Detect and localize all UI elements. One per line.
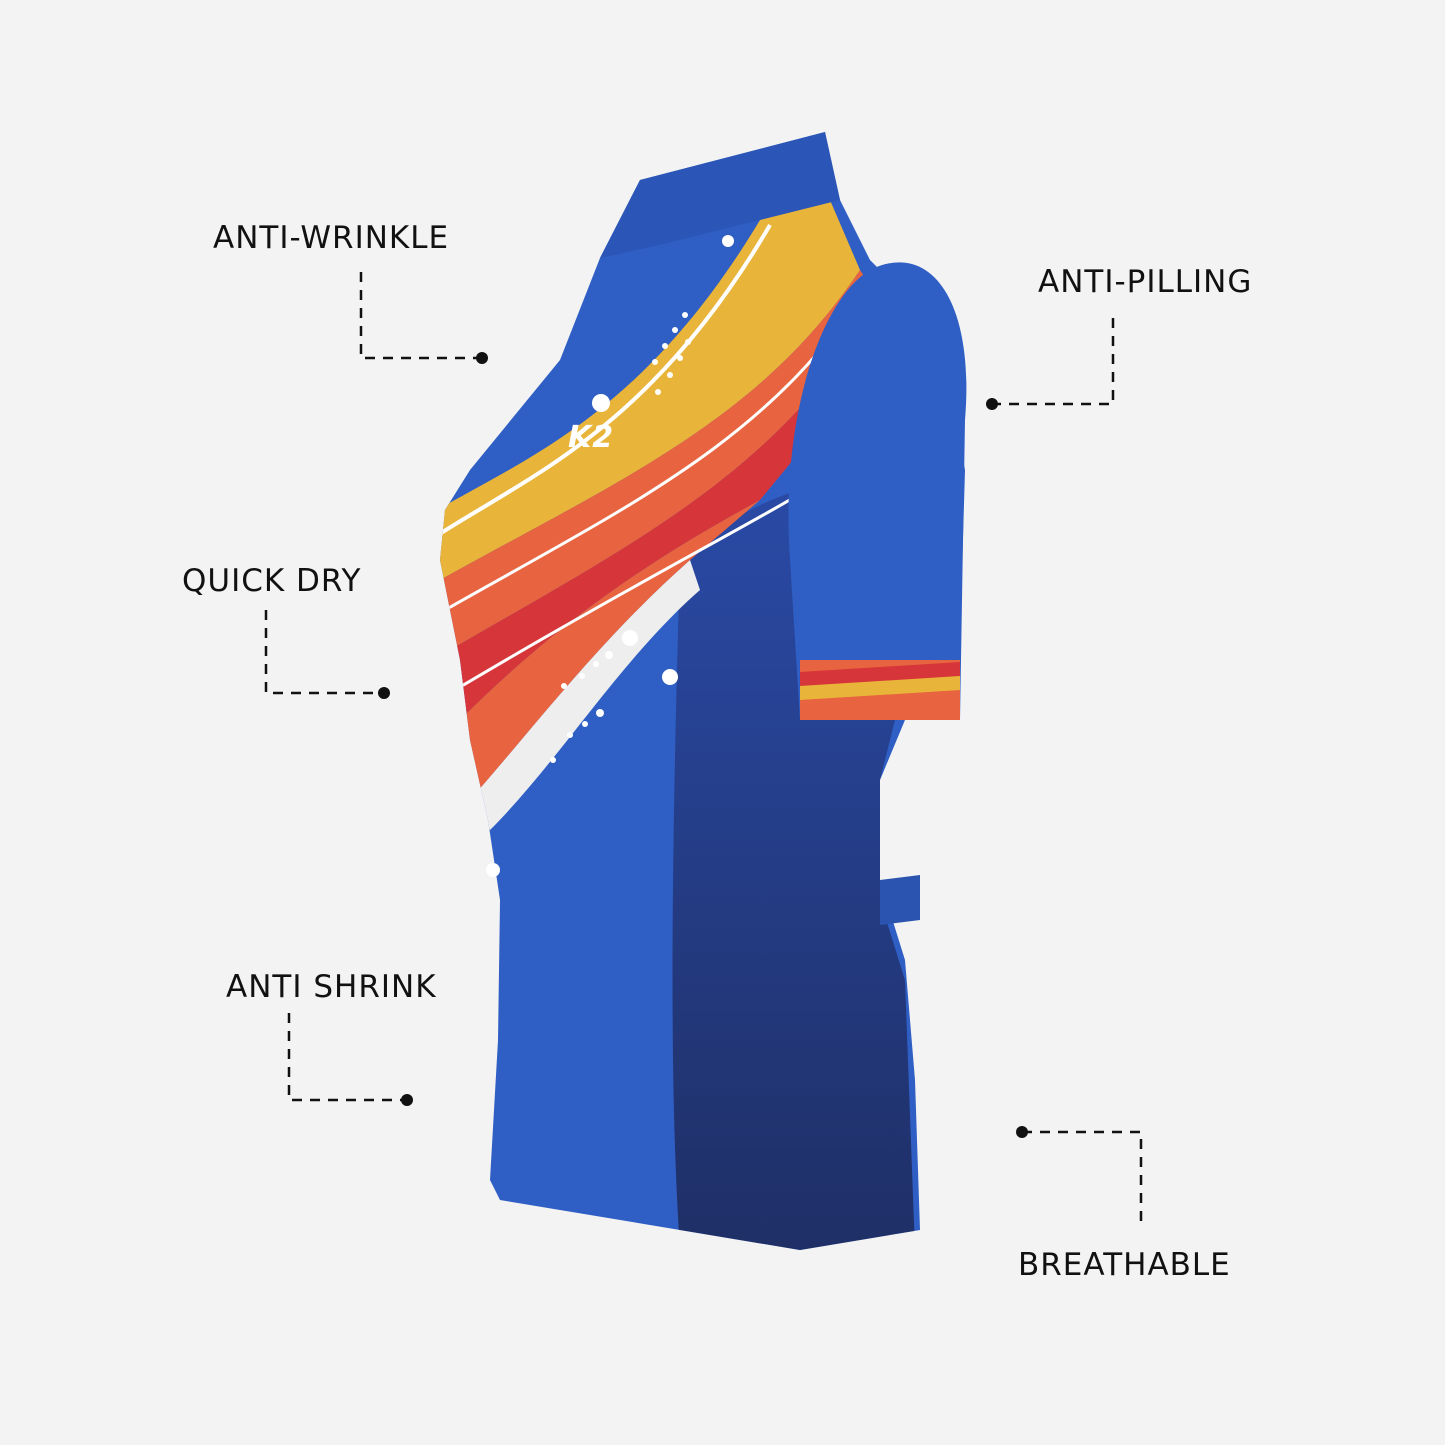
sleeve-cuff xyxy=(800,660,960,720)
back-pocket xyxy=(880,875,920,925)
brand-logo: K2 xyxy=(568,420,615,455)
feature-label-anti-shrink: ANTI SHRINK xyxy=(226,969,437,1005)
anchor-dot-icon xyxy=(401,1094,413,1106)
feature-label-anti-pilling: ANTI-PILLING xyxy=(1038,264,1253,300)
dot-pattern xyxy=(486,235,734,877)
anchor-dot-icon xyxy=(378,687,390,699)
sleeve xyxy=(788,262,967,720)
feature-label-anti-wrinkle: ANTI-WRINKLE xyxy=(213,220,450,256)
anchor-dot-icon xyxy=(986,398,998,410)
collar xyxy=(600,132,840,258)
feature-label-quick-dry: QUICK DRY xyxy=(182,563,362,599)
anchor-dot-icon xyxy=(476,352,488,364)
anchor-dot-icon xyxy=(1016,1126,1028,1138)
feature-label-breathable: BREATHABLE xyxy=(1018,1247,1231,1283)
